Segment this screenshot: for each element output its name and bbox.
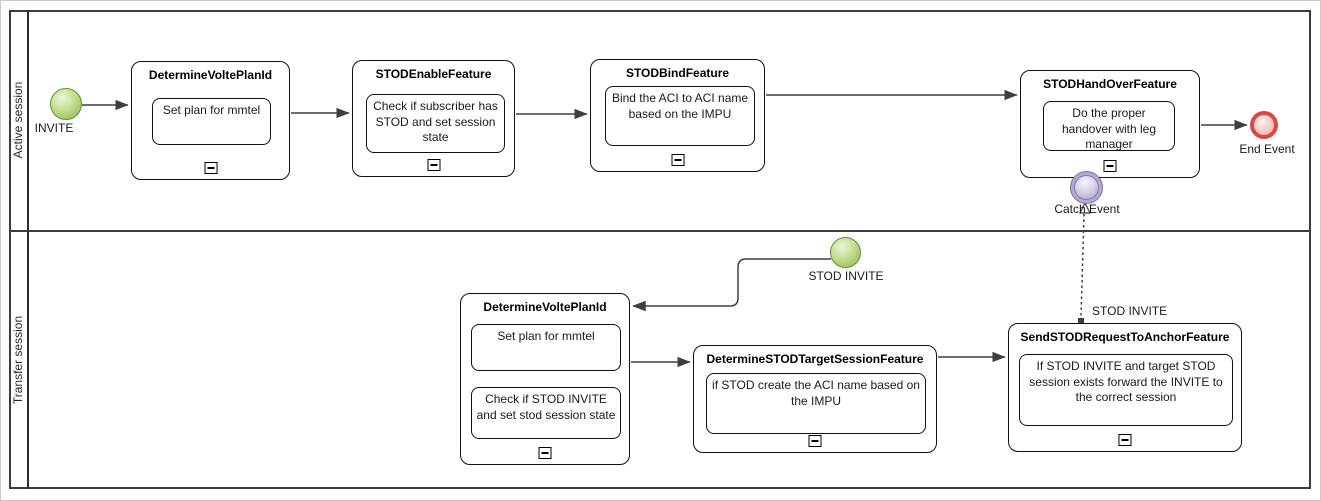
lane-label-active-session: Active session [11,81,25,159]
lane-divider [9,230,1311,232]
task-note: Check if STOD INVITE and set stod sessio… [471,387,621,439]
collapse-minus-icon[interactable] [538,447,552,459]
start-event-invite[interactable] [50,88,82,120]
task-determine-volte-plan-top[interactable]: DetermineVoltePlanId Set plan for mmtel [131,61,290,180]
start-event-stod-invite[interactable] [830,237,861,268]
collapse-minus-icon[interactable] [1103,160,1117,172]
end-event[interactable] [1250,111,1278,139]
association-message-label: STOD INVITE [1092,304,1168,318]
task-note: if STOD create the ACI name based on the… [706,373,926,434]
start-event-stod-invite-label: STOD INVITE [808,269,884,283]
task-stod-handover-feature[interactable]: STODHandOverFeature Do the proper handov… [1020,70,1200,178]
task-note: Set plan for mmtel [152,98,271,145]
task-stod-enable-feature[interactable]: STODEnableFeature Check if subscriber ha… [352,60,515,177]
task-note: Do the proper handover with leg manager [1043,101,1175,151]
collapse-minus-icon[interactable] [671,154,684,166]
task-determine-stod-target-session-feature[interactable]: DetermineSTODTargetSessionFeature if STO… [693,345,937,453]
process-pool [9,10,1311,489]
task-title: DetermineVoltePlanId [483,300,607,314]
task-title: DetermineVoltePlanId [148,68,273,82]
task-title: SendSTODRequestToAnchorFeature [1020,330,1230,344]
collapse-minus-icon[interactable] [204,162,217,174]
task-note: If STOD INVITE and target STOD session e… [1019,354,1233,426]
start-event-invite-label: INVITE [34,121,74,135]
task-send-stod-request-to-anchor-feature[interactable]: SendSTODRequestToAnchorFeature If STOD I… [1008,323,1242,452]
catch-event-label: Catch Event [1054,202,1120,216]
task-title: STODBindFeature [625,66,730,80]
task-title: STODEnableFeature [375,67,492,81]
collapse-minus-icon[interactable] [1118,434,1132,446]
lane-header-divider [27,10,29,489]
collapse-minus-icon[interactable] [427,159,440,171]
catch-event-inner-ring [1074,175,1099,200]
task-title: STODHandOverFeature [1043,77,1177,91]
task-note: Set plan for mmtel [471,324,621,371]
catch-event[interactable] [1070,171,1103,204]
end-event-label: End Event [1239,142,1295,156]
task-stod-bind-feature[interactable]: STODBindFeature Bind the ACI to ACI name… [590,59,765,172]
lane-label-transfer-session: Transfer session [11,315,25,405]
task-note: Bind the ACI to ACI name based on the IM… [605,86,755,146]
task-determine-volte-plan-transfer[interactable]: DetermineVoltePlanId Set plan for mmtel … [460,293,630,465]
task-note: Check if subscriber has STOD and set ses… [366,94,505,153]
task-title: DetermineSTODTargetSessionFeature [706,352,924,366]
collapse-minus-icon[interactable] [808,435,822,447]
